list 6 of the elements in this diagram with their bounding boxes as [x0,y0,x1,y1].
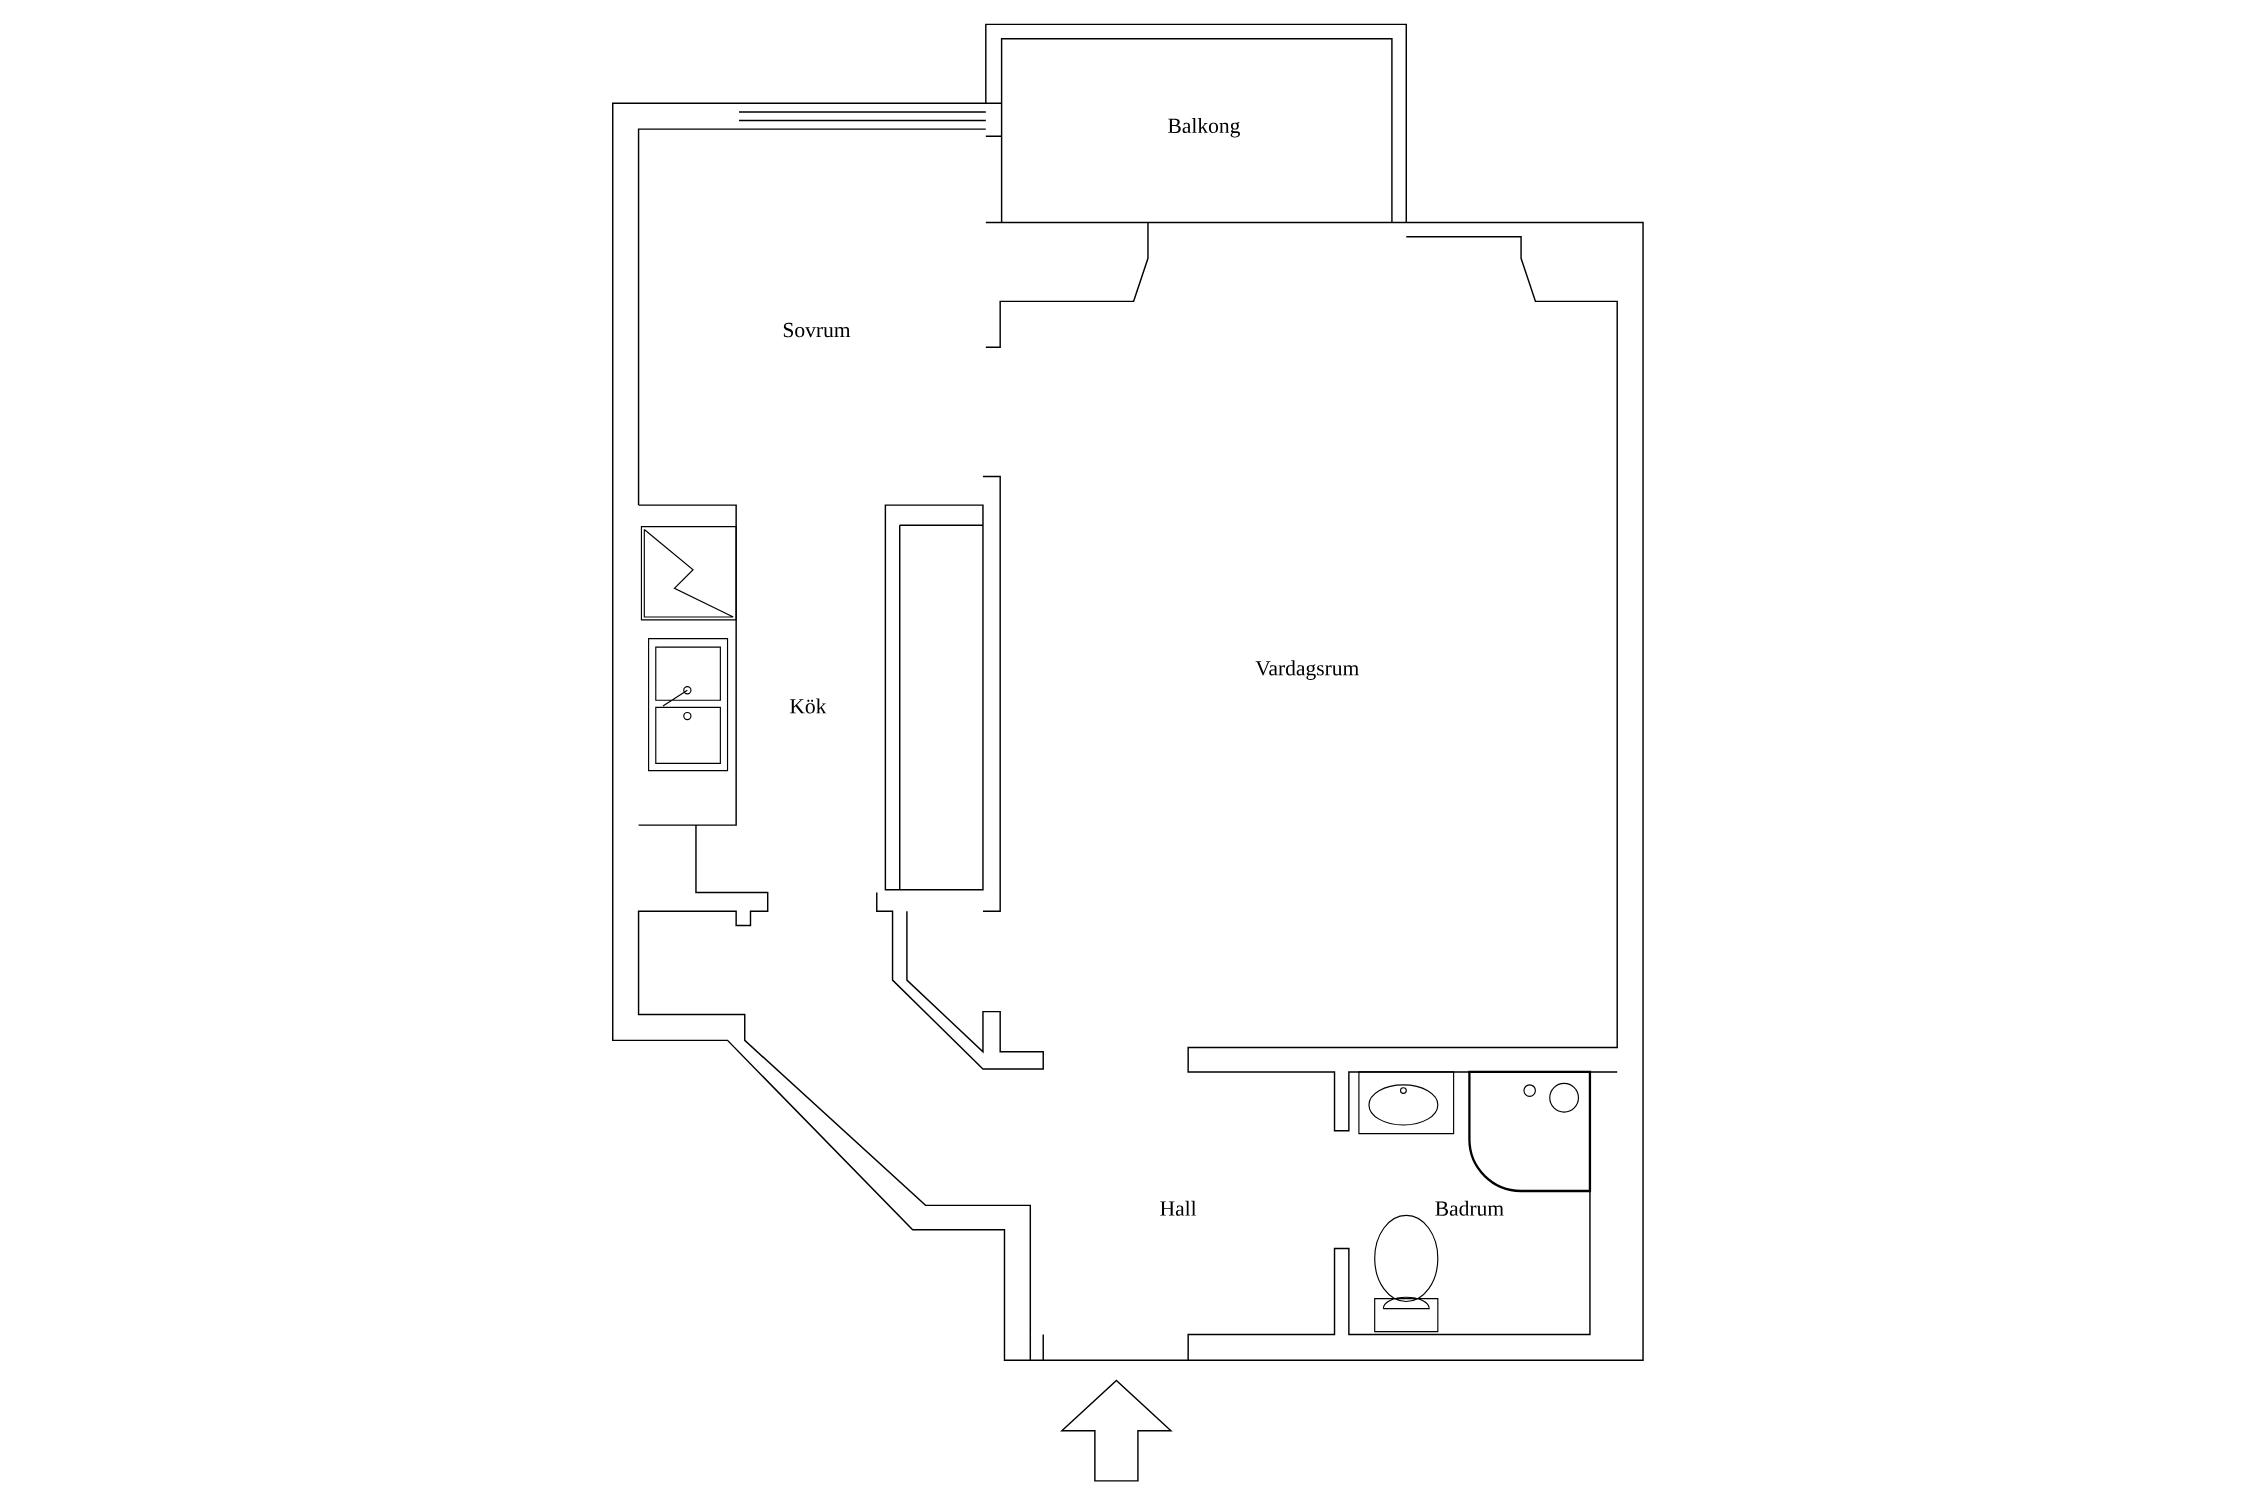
room-label: Hall [1160,1200,1197,1217]
room-label: Sovrum [783,323,851,338]
room-label: Balkong [1168,118,1240,138]
room-label: Kök [790,698,827,714]
room-label: Vardagsrum [1255,660,1359,681]
room-label: Badrum [1435,1200,1504,1217]
